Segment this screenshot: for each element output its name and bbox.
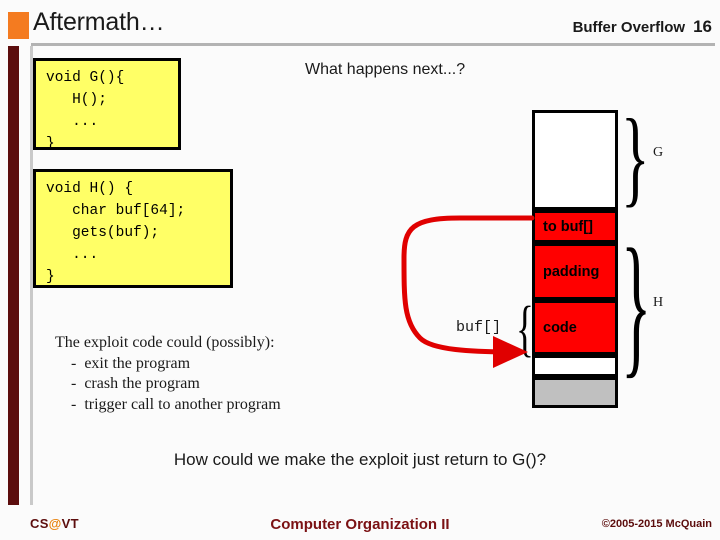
footer-copyright: ©2005-2015 McQuain [601, 518, 712, 530]
footer-logo-prefix: CS [30, 516, 49, 531]
page-title: Aftermath… [33, 8, 165, 36]
stack-diagram: to buf[] padding code [532, 110, 618, 408]
what-happens-next-text: What happens next...? [305, 61, 466, 78]
footer-logo-suffix: VT [61, 516, 79, 531]
code-block-function-h: void H() { char buf[64]; gets(buf); ... … [33, 169, 233, 288]
left-divider-line [30, 46, 33, 505]
header-topic: Buffer Overflow 16 [573, 17, 712, 37]
exploit-options-list: The exploit code could (possibly): - exi… [55, 334, 281, 413]
label-frame-h: H [653, 295, 664, 310]
footer-logo: CS@VT [30, 516, 79, 531]
left-accent-bar [8, 46, 19, 505]
brace-buffer-icon: { [516, 295, 534, 363]
stack-cell-code: code [532, 300, 618, 355]
accent-square-icon [8, 12, 29, 39]
page-number: 16 [693, 17, 712, 36]
brace-frame-h-icon: } [621, 217, 652, 392]
stack-cell-g-frame [532, 110, 618, 210]
label-buffer: buf[] [456, 319, 502, 336]
header-topic-label: Buffer Overflow [572, 19, 686, 36]
label-frame-g: G [653, 145, 664, 160]
footer-logo-at-icon: @ [48, 516, 62, 531]
footer-course-title: Computer Organization II [270, 516, 450, 533]
brace-frame-g-icon: } [621, 98, 650, 217]
header-divider [31, 43, 715, 46]
stack-cell-rest [532, 355, 618, 377]
stack-cell-to-buf: to buf[] [532, 210, 618, 243]
stack-cell-padding: padding [532, 243, 618, 300]
bottom-question-text: How could we make the exploit just retur… [173, 450, 547, 469]
code-block-function-g: void G(){ H(); ... } [33, 58, 181, 152]
stack-cell-unused [532, 377, 618, 408]
